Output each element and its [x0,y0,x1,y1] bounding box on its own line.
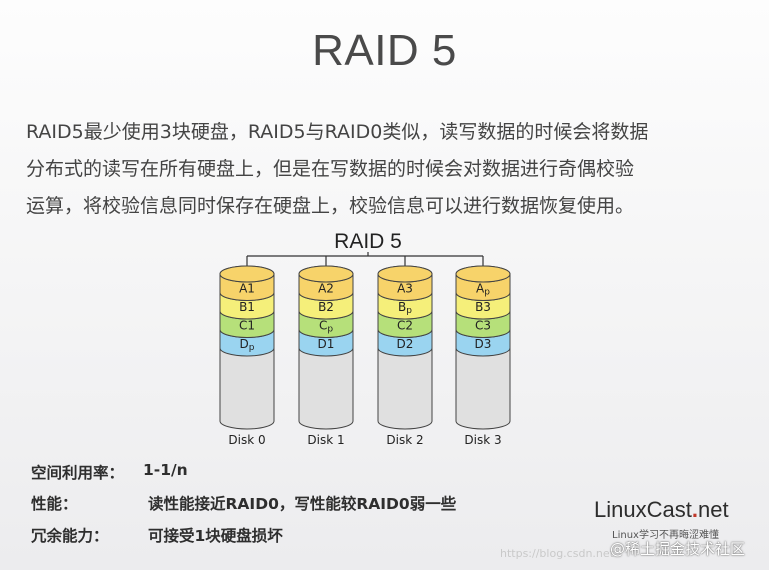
space-utilization-value: 1-1/n [143,461,188,479]
logo-slogan: Linux学习不再晦涩难懂 [612,530,719,541]
disk-block-label: A2 [318,281,334,295]
disk-block-label: D2 [397,337,414,351]
diagram-title: RAID 5 [334,230,402,253]
disk-block-label: B3 [475,300,491,314]
disk-block-label: B1 [239,300,255,314]
disk-block-label: D1 [318,337,335,351]
disk-block-label: Bp [398,300,412,316]
disk-cap [298,265,354,283]
performance-label: 性能： [31,495,78,513]
slide-description: RAID5最少使用3块硬盘，RAID5与RAID0类似，读写数据的时候会将数据 … [26,114,746,225]
description-line: RAID5最少使用3块硬盘，RAID5与RAID0类似，读写数据的时候会将数据 [26,121,649,143]
disk-label: Disk 0 [228,433,265,447]
disk-cap [219,265,275,283]
description-line: 运算，将校验信息同时保存在硬盘上，校验信息可以进行数据恢复使用。 [26,195,635,217]
disk-block-label: B2 [318,300,334,314]
redundancy-label: 冗余能力： [31,527,109,545]
disk-label: Disk 1 [307,433,344,447]
linuxcast-logo: LinuxCast.net [594,497,729,522]
disk-block-label: C2 [397,318,413,332]
disk-block-label: Cp [319,318,333,334]
disk-block-label: Ap [476,281,490,297]
disk-body [377,347,433,430]
description-line: 分布式的读写在所有硬盘上，但是在写数据的时候会对数据进行奇偶校验 [26,158,635,180]
disk-body [455,347,511,430]
redundancy-value: 可接受1块硬盘损坏 [148,527,283,545]
disk-label: Disk 3 [464,433,501,447]
performance-value: 读性能接近RAID0，写性能较RAID0弱一些 [148,495,457,513]
slide-title: RAID 5 [312,26,457,75]
disk-cap [455,265,511,283]
disk-block-label: C3 [475,318,491,332]
disk-label: Disk 2 [386,433,423,447]
disk-block-label: A1 [239,281,255,295]
disk-block-label: Dp [240,337,255,353]
disk-body [298,347,354,430]
performance: 性能： 读性能接近RAID0，写性能较RAID0弱一些 [31,492,456,514]
disk-body [219,347,275,430]
disk-block-label: A3 [397,281,413,295]
controller-connector [246,252,484,266]
space-utilization: 空间利用率： 1-1/n [31,461,188,483]
disk-block-label: D3 [475,337,492,351]
faint-url-watermark: https://blog.csdn.net [500,547,614,560]
redundancy: 冗余能力： 可接受1块硬盘损坏 [31,524,283,546]
disk-cap [377,265,433,283]
juejin-watermark: @稀土掘金技术社区 [610,540,746,558]
space-utilization-label: 空间利用率： [31,464,125,482]
disk-block-label: C1 [239,318,255,332]
